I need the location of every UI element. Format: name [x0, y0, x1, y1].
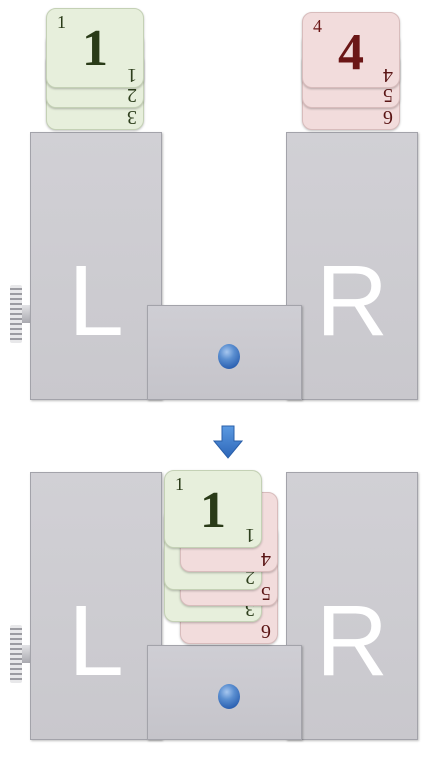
- right-tower-label: R: [315, 245, 389, 357]
- knurled-knob-icon: [10, 625, 22, 683]
- right-tower: R: [286, 132, 418, 400]
- card-center-rank: 4: [338, 24, 364, 81]
- top-card: 1 1 1: [164, 470, 262, 548]
- card-rank: 2: [127, 84, 137, 106]
- merged-state-panel: L R 6 3 5 2 4 1 1 1: [0, 340, 432, 740]
- blue-dot-icon: [218, 684, 240, 709]
- knob-stem: [20, 305, 30, 323]
- card-rank: 5: [383, 84, 393, 106]
- initial-state-panel: L R 3 2 1 1 1 6 5 4 4 4: [0, 0, 432, 400]
- card-center-rank: 1: [82, 20, 108, 77]
- left-tower-label: L: [68, 585, 124, 697]
- card-rank: 1: [127, 64, 137, 86]
- card-rank: 4: [383, 64, 393, 86]
- card-center-rank: 1: [200, 482, 226, 539]
- center-tray: [147, 305, 302, 400]
- center-tray: [147, 645, 302, 740]
- right-tower-label: R: [315, 585, 389, 697]
- left-tower-label: L: [68, 245, 124, 357]
- card-corner-rank: 1: [175, 474, 184, 494]
- top-card: 1 1 1: [46, 8, 144, 88]
- card-corner-rank: 1: [57, 12, 66, 32]
- card-rank: 4: [261, 548, 271, 570]
- down-arrow-icon: [213, 425, 243, 459]
- blue-dot-icon: [218, 344, 240, 369]
- card-rank: 1: [245, 524, 255, 546]
- card-rank: 6: [383, 106, 393, 128]
- card-rank: 5: [261, 582, 271, 604]
- card-rank: 6: [261, 620, 271, 642]
- knob-stem: [20, 645, 30, 663]
- left-tower: L: [30, 472, 162, 740]
- top-card: 4 4 4: [302, 12, 400, 88]
- left-tower: L: [30, 132, 162, 400]
- card-rank: 3: [127, 106, 137, 128]
- right-tower: R: [286, 472, 418, 740]
- knurled-knob-icon: [10, 285, 22, 343]
- card-corner-rank: 4: [313, 16, 322, 36]
